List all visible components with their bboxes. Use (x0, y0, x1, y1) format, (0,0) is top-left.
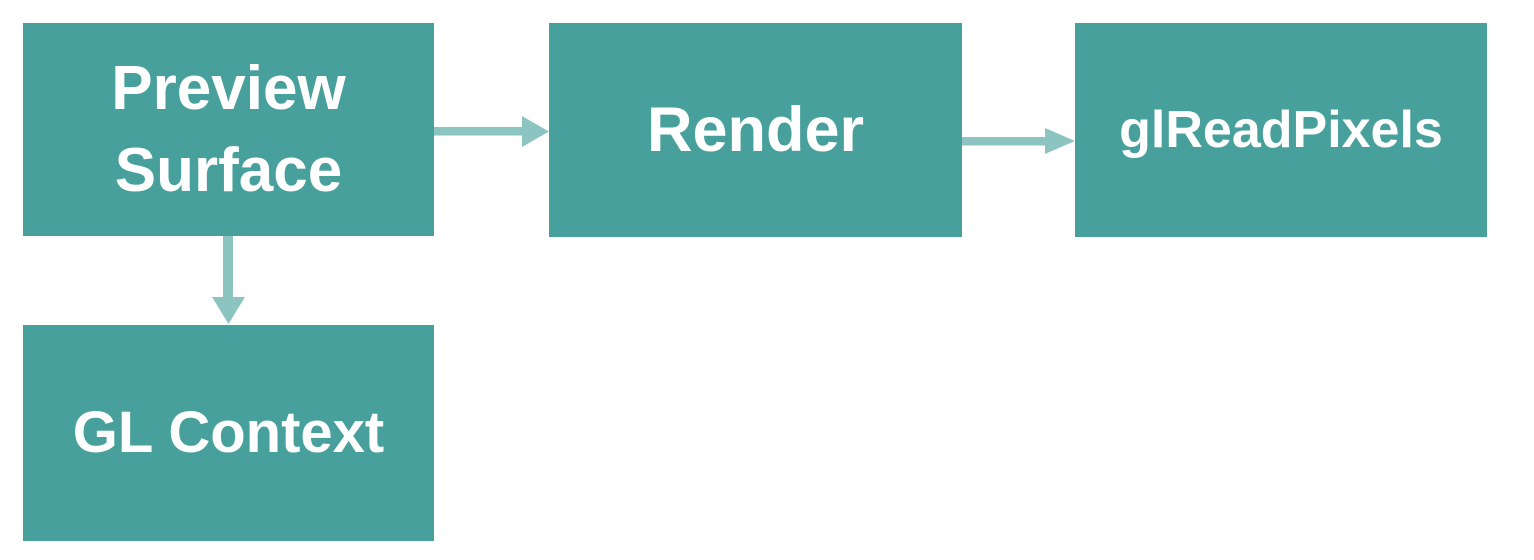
node-glreadpixels-label: glReadPixels (1119, 101, 1443, 159)
node-render-label: Render (646, 95, 865, 165)
arrow-preview-to-render-icon (434, 116, 549, 147)
arrow-render-to-glreadpixels-icon (961, 128, 1075, 154)
node-render: Render (549, 23, 962, 237)
node-gl-context-label: GL Context (72, 400, 385, 465)
node-gl-context: GL Context (23, 325, 434, 541)
arrow-preview-to-glcontext-icon (212, 236, 245, 324)
node-preview-surface: Preview Surface (23, 23, 434, 236)
node-preview-surface-label: Preview Surface (111, 53, 346, 205)
node-glreadpixels: glReadPixels (1075, 23, 1487, 237)
